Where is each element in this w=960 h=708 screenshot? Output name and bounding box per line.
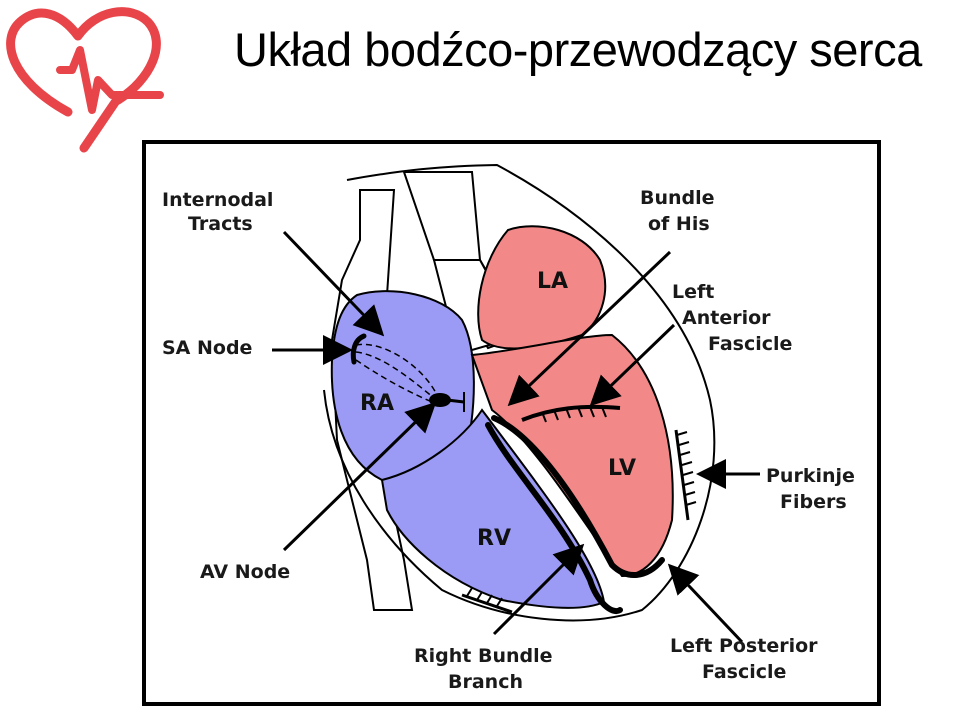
- chamber-rv: RV: [477, 526, 511, 551]
- label-left-posterior-2: Fascicle: [702, 661, 786, 683]
- label-bundle-his-2: of His: [648, 213, 710, 235]
- label-av-node: AV Node: [200, 561, 290, 583]
- label-purkinje-1: Purkinje: [766, 465, 855, 487]
- label-internodal-2: Tracts: [188, 213, 253, 235]
- left-bundle-branch: [491, 415, 665, 578]
- chamber-ra: RA: [360, 391, 394, 416]
- label-right-bundle-2: Branch: [448, 671, 523, 693]
- arrow-right-bundle: [492, 543, 585, 636]
- label-left-anterior-2: Anterior: [682, 307, 771, 329]
- arrow-av-node: [282, 401, 437, 552]
- left-anterior-fascicle: [521, 404, 621, 422]
- bundle-of-his: [446, 398, 465, 404]
- heart-outline: [6, 7, 161, 117]
- right-ventricle: [380, 408, 606, 609]
- label-purkinje-2: Fibers: [780, 491, 847, 513]
- heart-tail: [79, 93, 123, 153]
- arrow-internodal: [282, 230, 385, 337]
- arrow-left-anterior: [589, 323, 676, 407]
- arrow-bundle-his: [507, 250, 672, 407]
- label-left-anterior-3: Fascicle: [708, 333, 792, 355]
- chamber-la: LA: [537, 269, 568, 294]
- label-internodal-1: Internodal: [162, 189, 273, 211]
- arrow-left-posterior: [667, 563, 744, 644]
- chamber-lv: LV: [608, 456, 636, 481]
- sa-node: [350, 333, 367, 365]
- label-left-posterior-1: Left Posterior: [670, 635, 818, 657]
- heart-conduction-diagram: RA RV LA LV Internodal Tracts SA Node AV…: [142, 140, 881, 706]
- page-title: Układ bodźco-przewodzący serca: [234, 23, 922, 76]
- internodal-tracts: [355, 343, 438, 403]
- label-left-anterior-1: Left: [672, 281, 714, 303]
- heart-outline: [323, 163, 716, 622]
- rv-purkinje-fibers: [461, 587, 513, 614]
- label-right-bundle-1: Right Bundle: [414, 645, 553, 667]
- heart-ecg-logo-icon: [6, 7, 164, 153]
- fascicle-fibers: [541, 406, 607, 423]
- label-sa-node: SA Node: [162, 337, 252, 359]
- label-bundle-his-1: Bundle: [640, 187, 715, 209]
- purkinje-fibers: [674, 429, 697, 521]
- ecg-line: [56, 46, 164, 114]
